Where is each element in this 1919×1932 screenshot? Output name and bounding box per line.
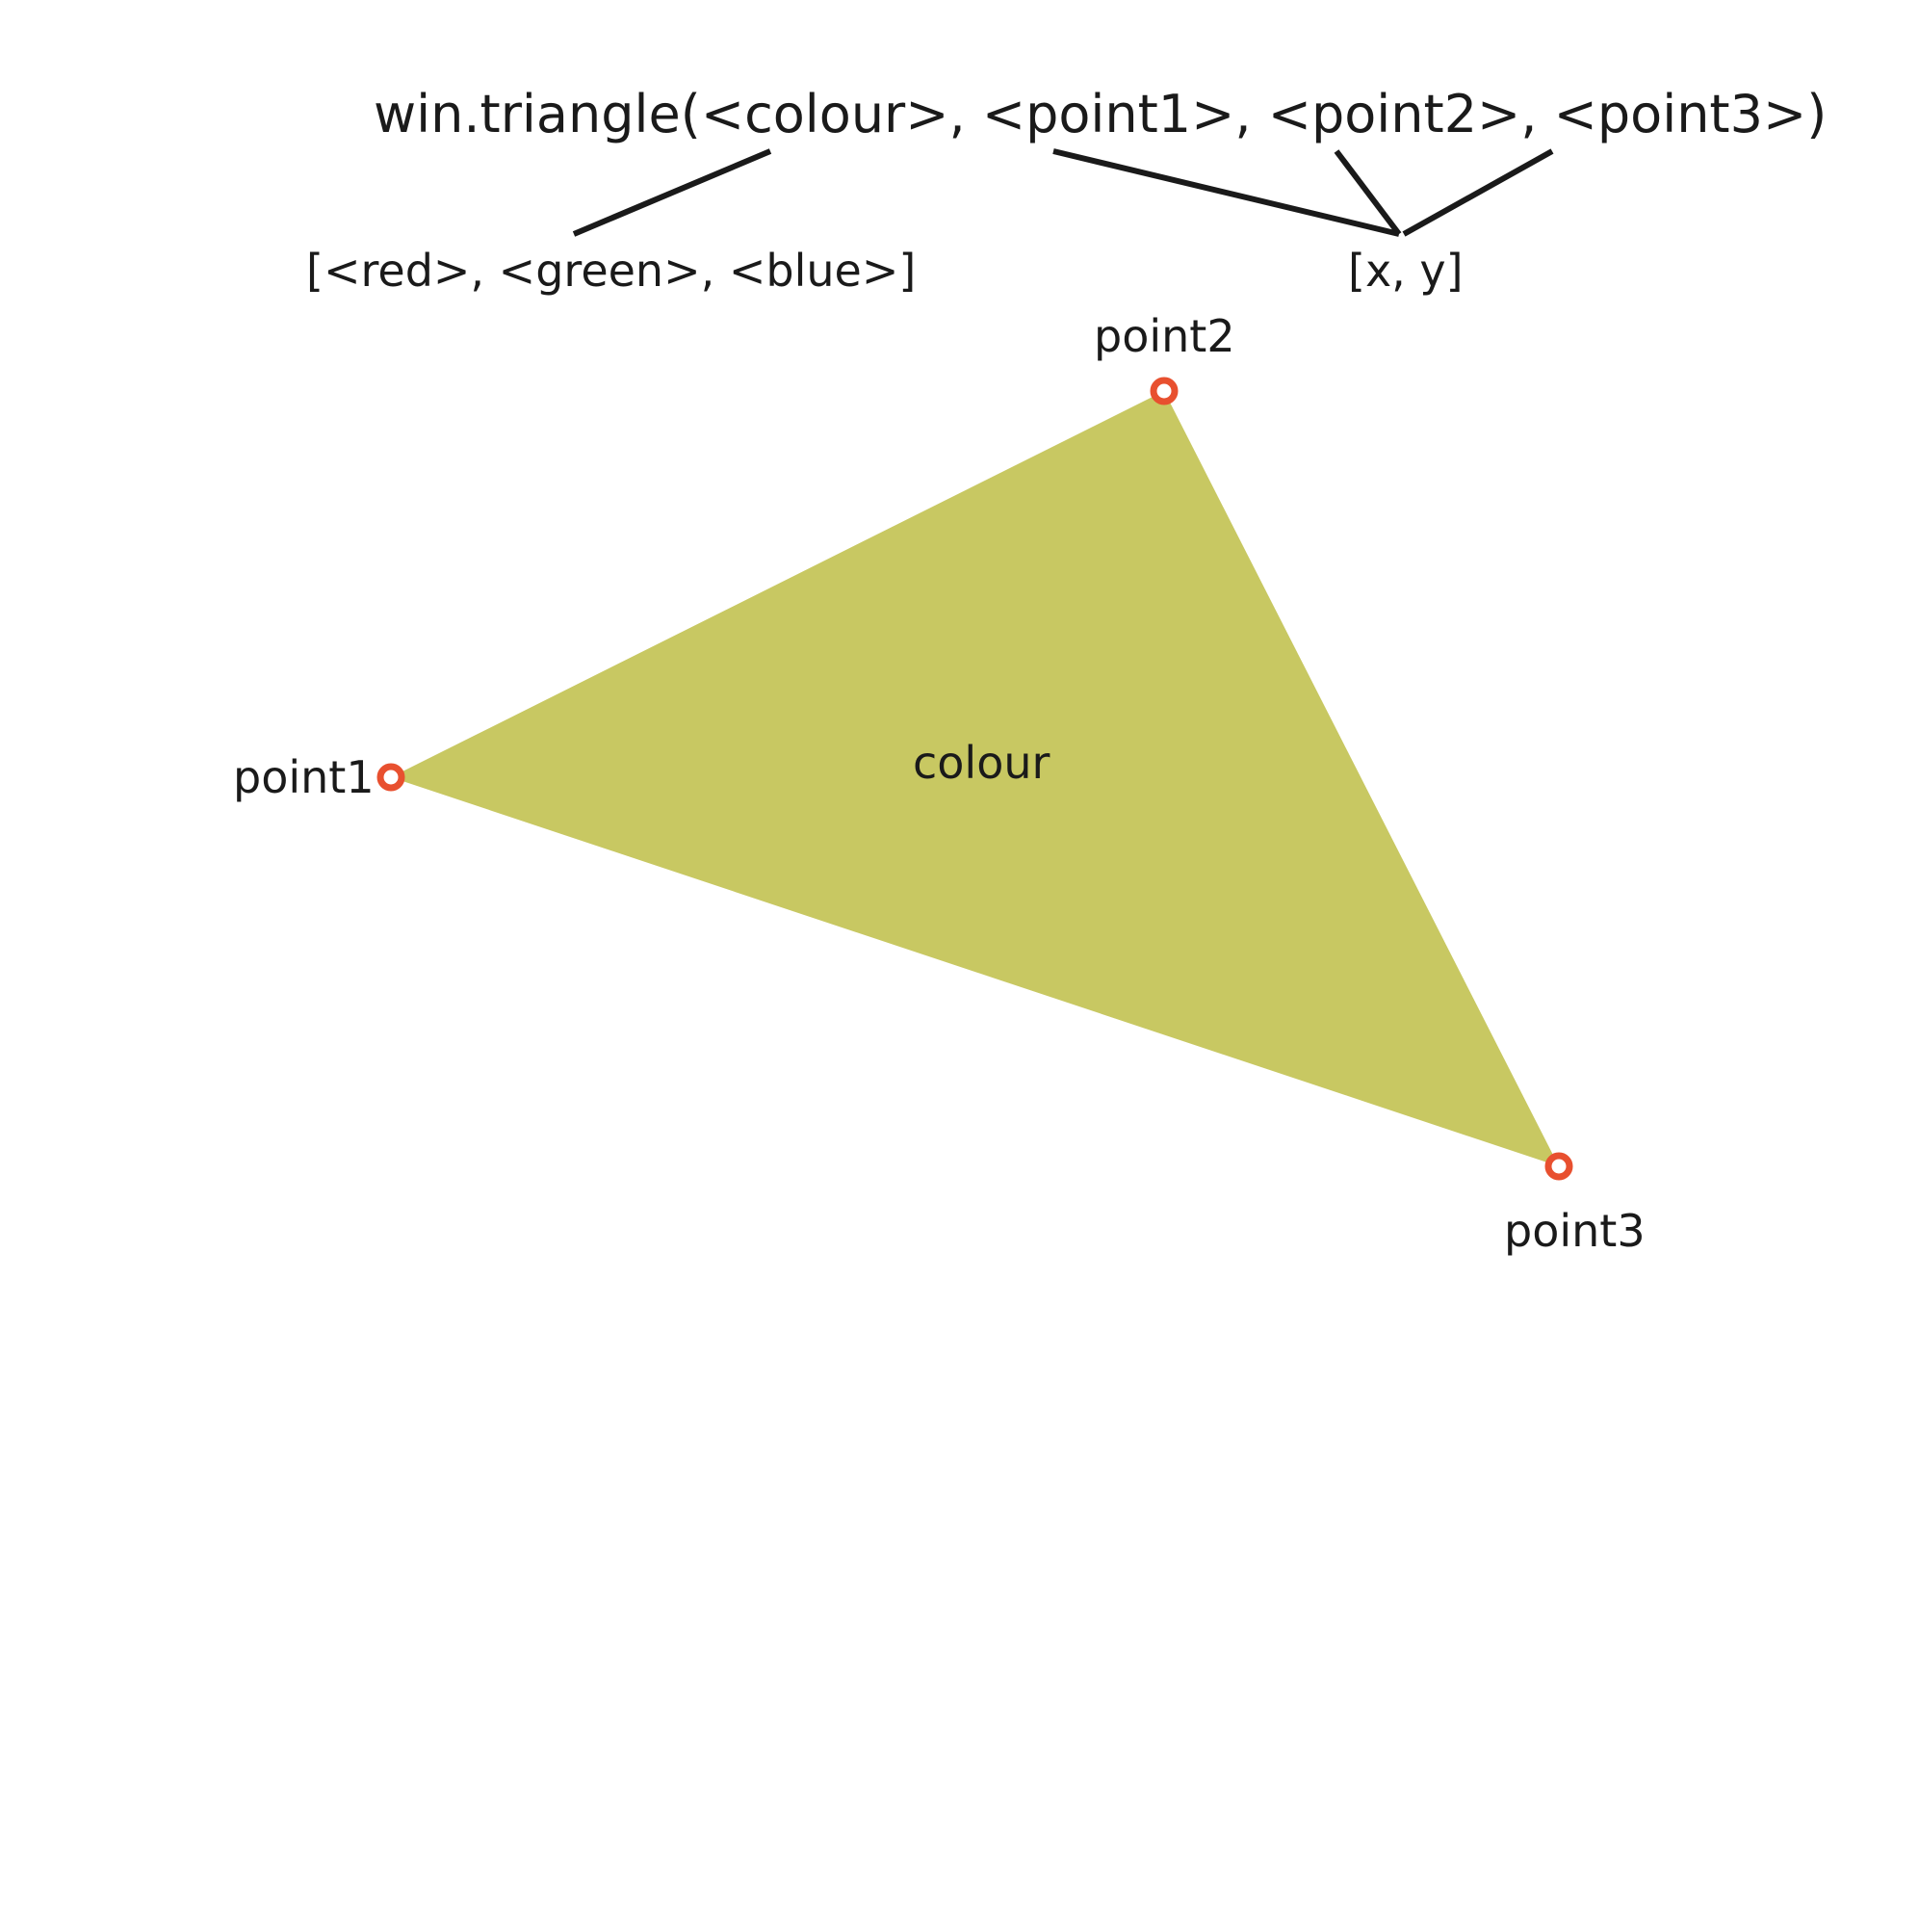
point3-label: point3 [1504,1205,1646,1257]
colour-connector-line [572,148,772,237]
point2-label: point2 [1094,310,1235,362]
point3-connector-line [1402,148,1554,237]
colour-label: colour [913,737,1050,789]
point1-marker [376,763,405,792]
function-signature: win.triangle(<colour>, <point1>, <point2… [374,84,1827,144]
point1-connector-line [1052,148,1400,237]
point3-marker [1544,1152,1573,1181]
triangle-shape [391,391,1559,1166]
point-format-annotation: [x, y] [1348,245,1464,297]
point2-connector-line [1334,149,1402,236]
point2-marker [1150,377,1179,405]
colour-format-annotation: [<red>, <green>, <blue>] [306,245,916,297]
point1-label: point1 [233,751,375,803]
